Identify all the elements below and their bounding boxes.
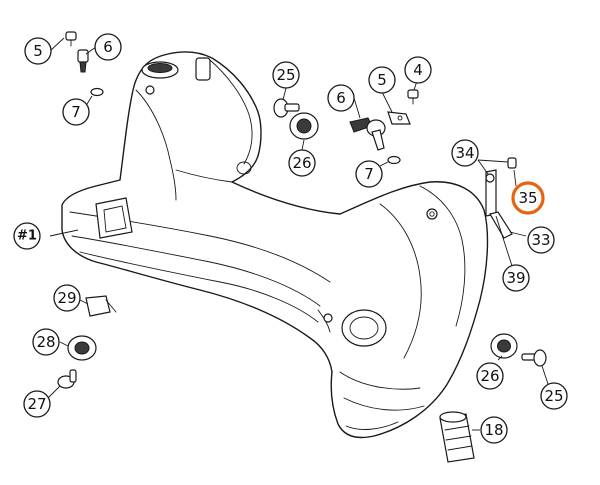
part-washer-7-left bbox=[90, 87, 104, 97]
part-screw-4 bbox=[407, 89, 419, 105]
callout-39: 39 bbox=[502, 264, 530, 292]
part-pin-25-top bbox=[273, 98, 300, 118]
part-pin-27 bbox=[57, 369, 77, 389]
tank-filler-cap-ribs bbox=[147, 63, 173, 73]
part-strainer-18 bbox=[439, 411, 475, 463]
tank-left-tower-ridge bbox=[175, 169, 233, 183]
tank-right-tower-contour-2 bbox=[379, 203, 422, 359]
svg-text:5: 5 bbox=[33, 42, 43, 60]
tank-bridge-edge-bottom bbox=[79, 251, 319, 323]
part-screw-35 bbox=[507, 157, 517, 169]
svg-text:29: 29 bbox=[57, 289, 76, 307]
part-pin-25-right bbox=[521, 349, 547, 367]
tank-lower-rim bbox=[345, 421, 399, 430]
callout-35: 35 bbox=[511, 181, 545, 215]
svg-text:25: 25 bbox=[544, 387, 563, 405]
callout-29: 29 bbox=[53, 284, 81, 312]
part-elbow-fitting-6-mid bbox=[349, 117, 386, 151]
callout-7: 7 bbox=[62, 98, 90, 126]
svg-text:28: 28 bbox=[36, 333, 55, 351]
part-grommet-26-right bbox=[490, 333, 518, 359]
part-grommet-26-top bbox=[289, 112, 319, 140]
svg-text:39: 39 bbox=[506, 269, 525, 287]
part-clip-5-mid bbox=[387, 111, 411, 125]
svg-text:5: 5 bbox=[377, 71, 387, 89]
callout-26: 26 bbox=[288, 149, 316, 177]
tank-outline bbox=[61, 51, 489, 439]
callout-27: 27 bbox=[23, 390, 51, 418]
svg-text:33: 33 bbox=[531, 231, 550, 249]
tank-bridge-edge-lower bbox=[71, 235, 321, 307]
callout-5: 5 bbox=[368, 66, 396, 94]
callout-6: 6 bbox=[327, 84, 355, 112]
callout-6: 6 bbox=[94, 33, 122, 61]
fuel-tank bbox=[61, 51, 489, 439]
tank-right-tower-contour bbox=[419, 185, 466, 327]
tank-front-bracket bbox=[95, 197, 133, 239]
callout-33: 33 bbox=[527, 226, 555, 254]
part-link-33 bbox=[489, 211, 513, 239]
callout-18: 18 bbox=[480, 416, 508, 444]
part-washer-34 bbox=[485, 173, 495, 183]
svg-text:6: 6 bbox=[336, 89, 346, 107]
svg-text:35: 35 bbox=[518, 189, 537, 207]
tank-left-tower-contour bbox=[135, 89, 177, 201]
callout-28: 28 bbox=[32, 328, 60, 356]
tank-outlet-flange bbox=[341, 309, 387, 347]
svg-text:7: 7 bbox=[364, 165, 374, 183]
callouts: 5 6 7 25 26 6 5 4 7 34 35 33 39 #1 29 28… bbox=[13, 33, 568, 444]
svg-text:34: 34 bbox=[455, 144, 474, 162]
tank-vent-boss bbox=[195, 57, 211, 81]
tank-right-fitting-bore bbox=[429, 211, 435, 217]
leader-lines bbox=[47, 37, 549, 431]
part-clip-nut-29 bbox=[85, 295, 117, 317]
callout-25: 25 bbox=[540, 382, 568, 410]
svg-text:27: 27 bbox=[27, 395, 46, 413]
svg-text:4: 4 bbox=[413, 61, 423, 79]
tank-front-bracket-slot bbox=[103, 205, 127, 233]
part-screw-5-left bbox=[65, 31, 77, 47]
callout-5: 5 bbox=[24, 37, 52, 65]
svg-text:7: 7 bbox=[71, 103, 81, 121]
svg-text:26: 26 bbox=[292, 154, 311, 172]
callout-34: 34 bbox=[451, 139, 479, 167]
svg-text:26: 26 bbox=[480, 367, 499, 385]
svg-text:6: 6 bbox=[103, 38, 113, 56]
part-fitting-6-left bbox=[77, 49, 89, 73]
callout-1: #1 bbox=[13, 222, 41, 250]
tank-outlet-nipple bbox=[323, 313, 333, 323]
tank-right-base-contour-2 bbox=[343, 397, 425, 411]
part-washer-7-mid bbox=[387, 155, 401, 165]
callout-25: 25 bbox=[272, 61, 300, 89]
callout-7: 7 bbox=[355, 160, 383, 188]
tank-outlet-bore bbox=[349, 316, 379, 340]
tank-left-tower-contour-2 bbox=[209, 59, 253, 165]
svg-text:25: 25 bbox=[276, 66, 295, 84]
svg-text:18: 18 bbox=[484, 421, 503, 439]
tank-left-tower-hole bbox=[236, 161, 252, 175]
svg-text:#1: #1 bbox=[17, 229, 37, 244]
tank-right-fitting bbox=[426, 208, 438, 220]
tank-right-base-contour bbox=[339, 371, 421, 390]
part-grommet-28 bbox=[67, 335, 97, 361]
callout-4: 4 bbox=[404, 56, 432, 84]
tank-vent-nipple bbox=[145, 85, 155, 95]
callout-26: 26 bbox=[476, 362, 504, 390]
part-bracket-assembly bbox=[485, 157, 517, 239]
